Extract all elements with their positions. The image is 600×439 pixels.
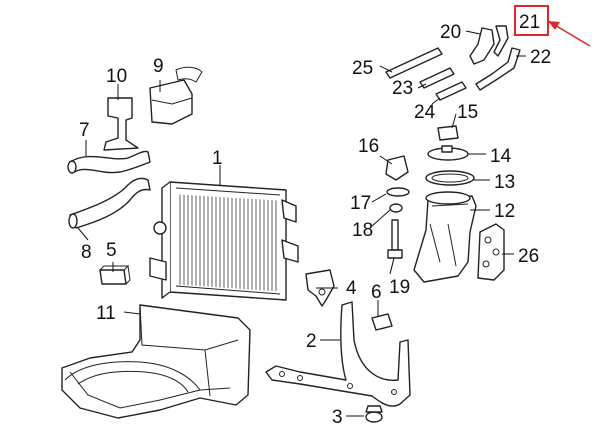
callout-21: 21	[519, 12, 540, 33]
callout-14: 14	[490, 146, 512, 167]
part-5-clip	[99, 264, 131, 285]
callout-6: 6	[371, 282, 382, 303]
callout-8: 8	[81, 242, 92, 263]
callout-17: 17	[350, 193, 371, 214]
callout-9: 9	[153, 56, 164, 77]
part-15-cap	[437, 125, 459, 141]
part-2-support	[265, 301, 411, 407]
callout-19: 19	[389, 277, 410, 298]
part-25-hose	[385, 47, 443, 79]
leader-lines	[77, 30, 526, 417]
callout-26: 26	[518, 246, 539, 267]
part-16-sensor	[385, 155, 409, 181]
part-11-air-duct	[61, 304, 251, 419]
part-1-radiator	[149, 181, 299, 301]
part-18-ring	[389, 203, 403, 213]
part-21-hose	[493, 25, 509, 57]
callout-18: 18	[352, 220, 373, 241]
callout-2: 2	[306, 331, 317, 352]
callout-10: 10	[106, 66, 127, 87]
callout-20: 20	[440, 22, 461, 43]
callout-23: 23	[392, 78, 413, 99]
part-17-oring	[386, 187, 410, 197]
callout-4: 4	[346, 278, 357, 299]
part-12-tank	[413, 191, 477, 283]
part-6-bracket	[371, 313, 393, 331]
callout-21-highlight	[514, 5, 591, 47]
part-8-lower-hose	[68, 177, 151, 229]
part-19-probe	[387, 219, 403, 259]
callout-11: 11	[96, 303, 116, 324]
part-20-hose	[469, 27, 495, 65]
callout-1: 1	[212, 148, 223, 169]
callout-16: 16	[358, 136, 379, 157]
part-26-gasket	[477, 223, 505, 281]
part-13-ring	[425, 170, 475, 186]
callout-13: 13	[494, 172, 515, 193]
callout-25: 25	[352, 58, 373, 79]
callout-15: 15	[457, 102, 478, 123]
callout-3: 3	[332, 407, 343, 428]
callout-24: 24	[414, 102, 436, 123]
callout-22: 22	[530, 47, 551, 68]
part-7-upper-hose	[67, 150, 151, 174]
callout-labels: 1 2 3 4 5 6 7 8 9 10 11 12 13 14 15 16 1…	[79, 12, 551, 428]
radiator-fins	[179, 194, 277, 292]
callout-12: 12	[494, 201, 515, 222]
callout-7: 7	[79, 120, 90, 141]
callout-5: 5	[106, 240, 117, 261]
part-10-bracket	[103, 97, 139, 151]
part-3-grommet	[365, 405, 383, 423]
part-24-hose	[435, 81, 467, 101]
part-14-plate	[427, 145, 469, 161]
